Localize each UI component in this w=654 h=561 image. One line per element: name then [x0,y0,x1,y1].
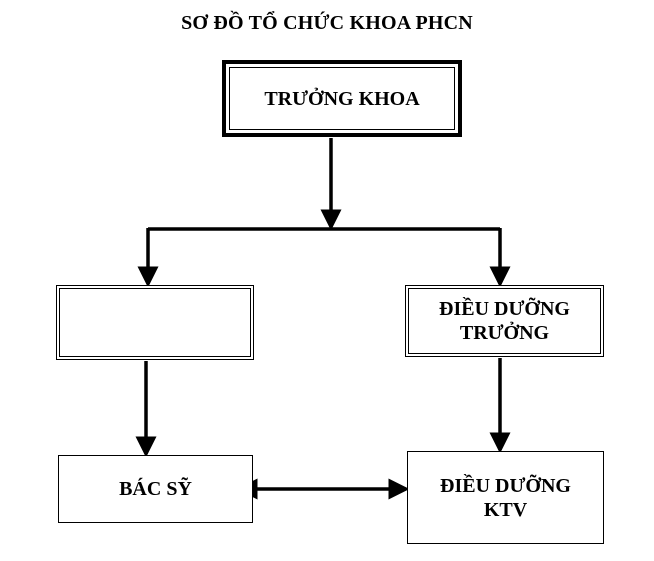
node-bac-sy-label: BÁC SỸ [119,478,192,500]
node-truong-khoa: TRƯỞNG KHOA [222,60,462,137]
node-bac-sy: BÁC SỸ [58,455,253,523]
node-truong-khoa-label: TRƯỞNG KHOA [264,87,420,110]
node-dieu-duong-ktv-line2: KTV [483,498,528,521]
node-dieu-duong-ktv: ĐIỀU DƯỠNG KTV [407,451,604,544]
diagram-title: SƠ ĐỒ TỔ CHỨC KHOA PHCN [181,12,473,34]
node-dieu-duong-truong-line1: ĐIỀU DƯỠNG [439,298,570,320]
node-dieu-duong-truong: ĐIỀU DƯỠNG TRƯỞNG [405,285,604,357]
node-dieu-duong-ktv-line1: ĐIỀU DƯỠNG [440,474,571,497]
node-blank [56,285,254,360]
node-dieu-duong-truong-line2: TRƯỞNG [459,322,550,344]
